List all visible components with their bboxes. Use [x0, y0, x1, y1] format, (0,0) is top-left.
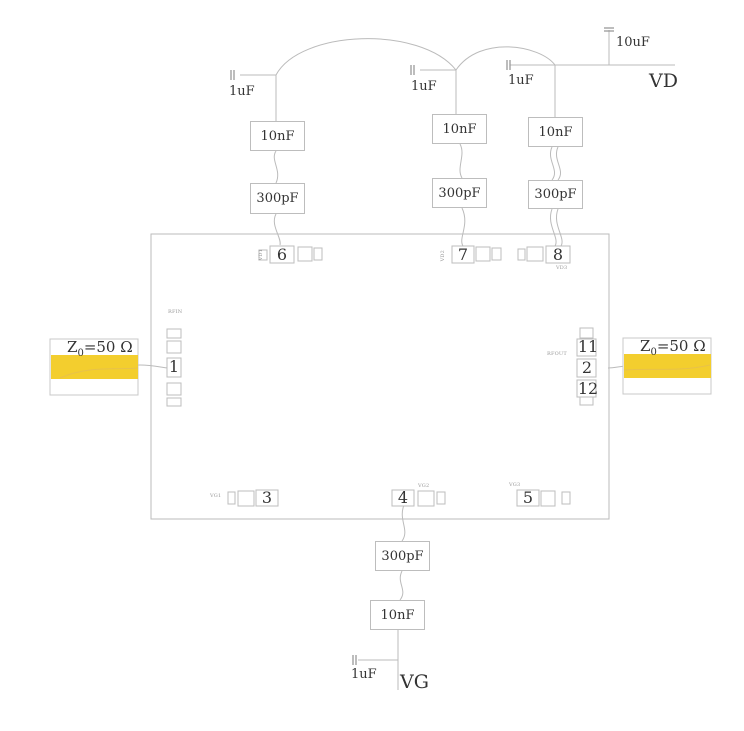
pin-12: 12: [577, 379, 599, 398]
cap-1uf-right-label: 1uF: [508, 73, 534, 88]
pad-label-vd2: VD2: [440, 250, 446, 262]
pin-8: 8: [552, 245, 564, 264]
pad-label-vd1: VD1: [258, 249, 264, 261]
pad-label-rfout: RFOUT: [547, 351, 567, 357]
pin-1: 1: [168, 357, 180, 376]
cap-1uf-left-label: 1uF: [229, 84, 255, 99]
cap-300pf-b: 300pF: [432, 178, 487, 208]
pad-label-rfin: RFIN: [168, 309, 183, 315]
cap-10nf-a: 10nF: [250, 121, 305, 151]
pin-3: 3: [261, 488, 273, 507]
chip-outline: [150, 233, 610, 520]
pad-label-vg3: VG3: [509, 482, 521, 488]
cap-1uf-mid-label: 1uF: [411, 79, 437, 94]
left-z0-label: Z0=50 Ω: [67, 338, 133, 359]
cap-10nf-vg: 10nF: [370, 600, 425, 630]
cap-300pf-a: 300pF: [250, 183, 305, 214]
cap-1uf-vg-label: 1uF: [351, 667, 377, 682]
pin-11: 11: [577, 337, 599, 356]
right-rf-line-strip: [624, 354, 711, 378]
vg-label: VG: [400, 671, 429, 693]
cap-10nf-b: 10nF: [432, 114, 487, 144]
cap-10uf-label: 10uF: [616, 35, 650, 50]
vd-label: VD: [649, 70, 678, 92]
cap-10nf-c: 10nF: [528, 117, 583, 147]
supply-arc-left: [275, 38, 457, 76]
pin-7: 7: [457, 245, 469, 264]
pin-5: 5: [522, 488, 534, 507]
pad-label-vg2: VG2: [418, 483, 430, 489]
right-z0-label: Z0=50 Ω: [640, 337, 706, 358]
pin-4: 4: [397, 488, 409, 507]
pad-label-vd3: VD3: [556, 265, 568, 271]
left-rf-line-strip: [51, 355, 138, 379]
pin-6: 6: [276, 245, 288, 264]
cap-300pf-vg: 300pF: [375, 541, 430, 571]
pad-label-vg1: VG1: [210, 493, 222, 499]
cap-300pf-c: 300pF: [528, 180, 583, 209]
pin-2: 2: [581, 358, 593, 377]
supply-arc-right: [455, 46, 556, 71]
